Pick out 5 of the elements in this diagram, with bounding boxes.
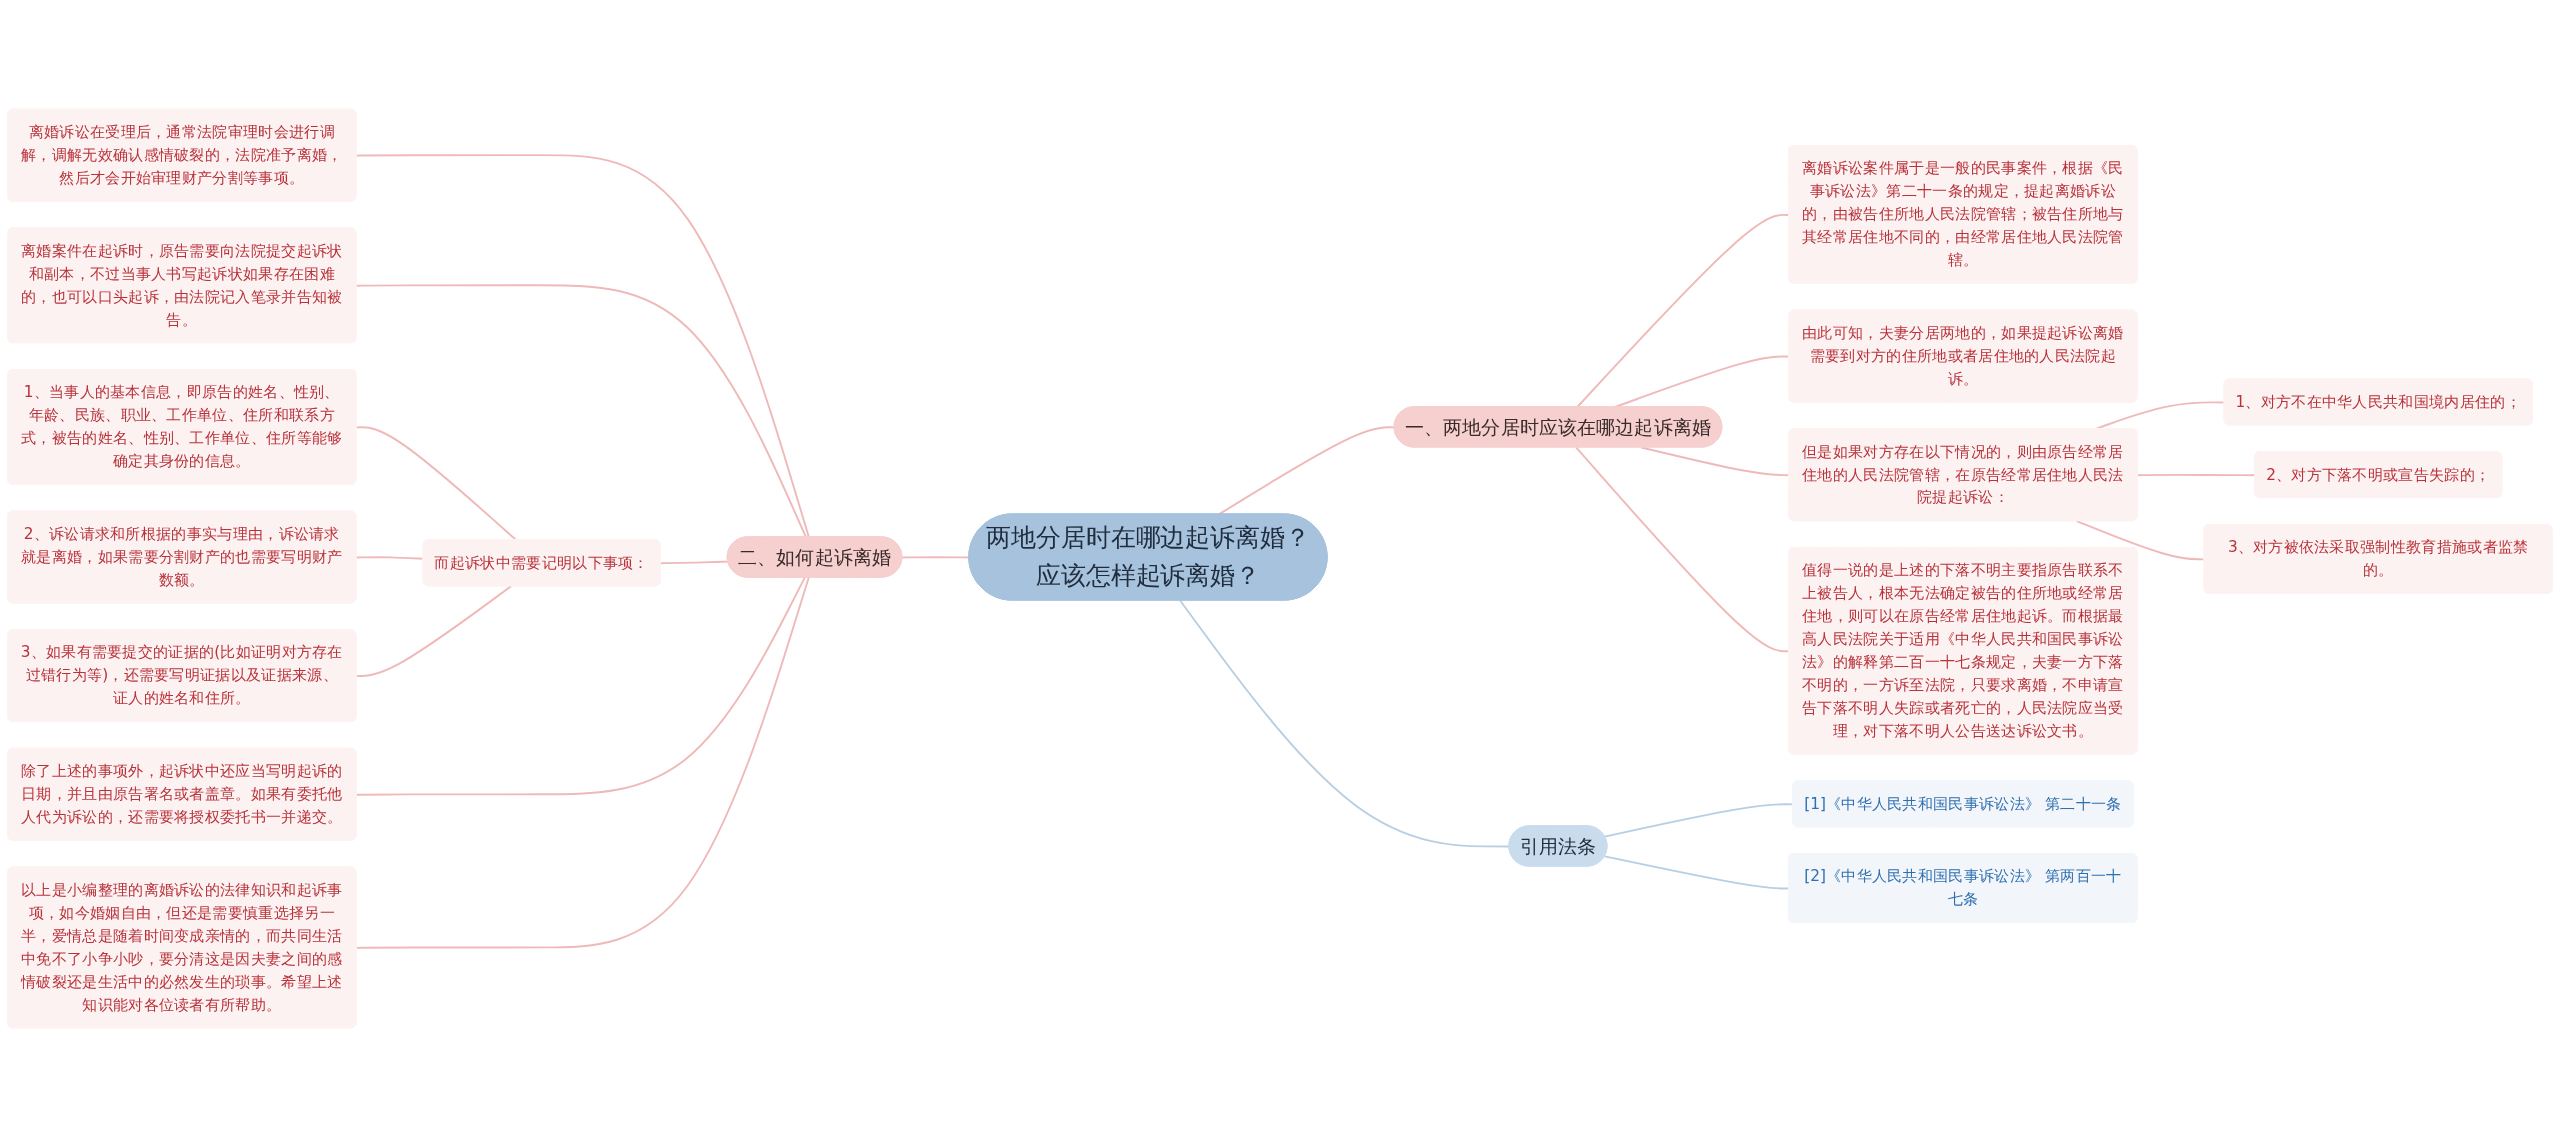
connector (2075, 520, 2206, 561)
connector (355, 576, 806, 796)
connector (659, 560, 730, 565)
connector (355, 576, 810, 949)
connector (355, 585, 513, 678)
